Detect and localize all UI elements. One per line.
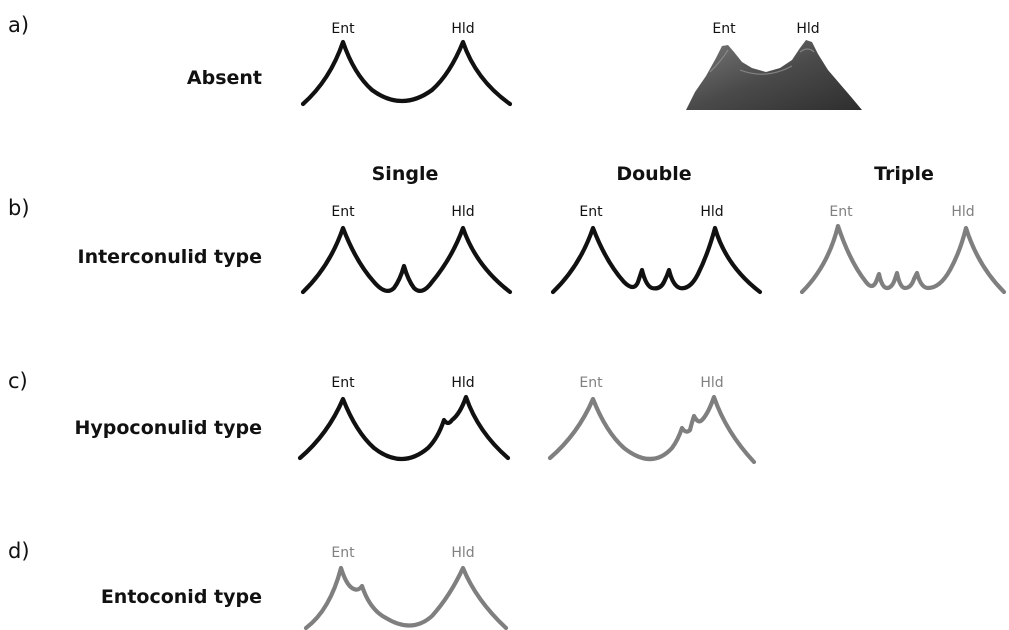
cusp-label-ent: Ent: [331, 21, 355, 37]
cusp-label-hld: Hld: [700, 375, 723, 391]
profile-entoconid-single: Ent Hld: [303, 545, 509, 630]
tooth-3d-model: Ent Hld: [686, 21, 862, 110]
cusp-profile-curve: [550, 225, 763, 295]
cusp-label-ent: Ent: [579, 375, 603, 391]
column-heading-single: Single: [372, 163, 439, 185]
column-heading-double: Double: [616, 163, 691, 185]
cusp-profile-curve: [799, 223, 1007, 295]
row-label-hypoconulid: Hypoconulid type: [74, 417, 262, 439]
profile-hypoconulid-double: Ent Hld: [547, 375, 757, 465]
panel-label-c: c): [8, 369, 28, 393]
tooth-surface: [686, 40, 862, 110]
panel-label-a: a): [8, 13, 29, 37]
cusp-label-ent: Ent: [712, 21, 736, 37]
profile-absent: Ent Hld: [300, 21, 513, 107]
profile-interconulid-double: Ent Hld: [550, 204, 763, 295]
column-heading-triple: Triple: [874, 163, 934, 185]
row-label-interconulid: Interconulid type: [78, 246, 263, 268]
cusp-label-ent: Ent: [331, 545, 355, 561]
cusp-label-hld: Hld: [951, 204, 974, 220]
row-label-absent: Absent: [187, 67, 262, 89]
cusp-label-hld: Hld: [451, 375, 474, 391]
cusp-label-hld: Hld: [451, 204, 474, 220]
cusp-label-hld: Hld: [451, 545, 474, 561]
profile-hypoconulid-single: Ent Hld: [297, 375, 511, 461]
cusp-label-ent: Ent: [579, 204, 603, 220]
cusp-profile-curve: [300, 225, 513, 295]
profile-interconulid-single: Ent Hld: [300, 204, 513, 295]
cusp-label-ent: Ent: [829, 204, 853, 220]
row-label-entoconid: Entoconid type: [101, 586, 262, 608]
panel-label-d: d): [8, 539, 30, 563]
cusp-profile-curve: [303, 565, 509, 630]
cusp-profile-curve: [297, 394, 511, 461]
panel-label-b: b): [8, 196, 30, 220]
cusp-label-hld: Hld: [796, 21, 819, 37]
cusp-profile-curve: [300, 39, 513, 107]
tooth-highlight: [709, 48, 815, 75]
cusp-label-ent: Ent: [331, 375, 355, 391]
cusp-profile-curve: [547, 394, 757, 465]
cusp-label-hld: Hld: [700, 204, 723, 220]
cusp-label-hld: Hld: [451, 21, 474, 37]
cusp-label-ent: Ent: [331, 204, 355, 220]
profile-interconulid-triple: Ent Hld: [799, 204, 1007, 295]
